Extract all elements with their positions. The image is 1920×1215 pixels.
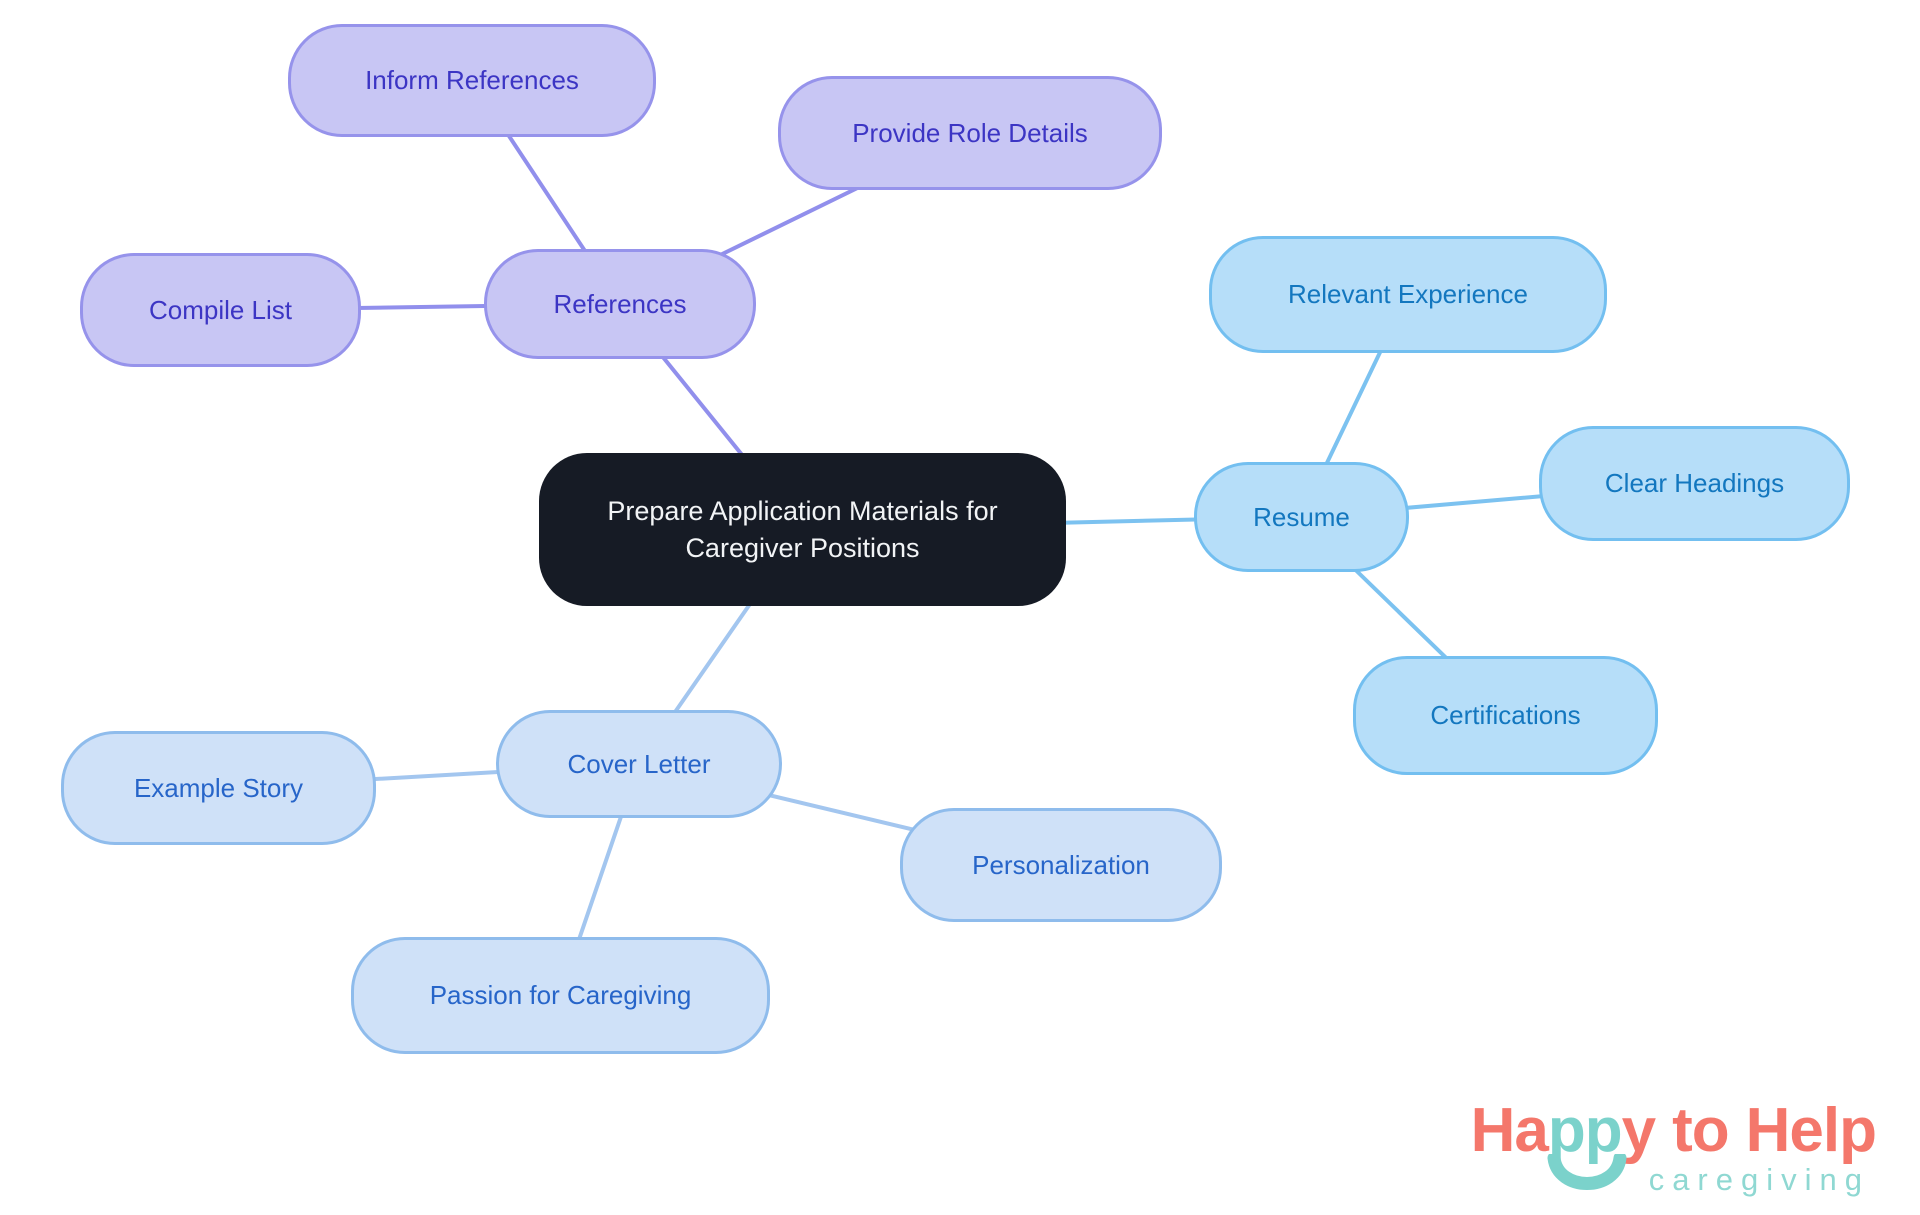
- node-provide-role-details: Provide Role Details: [778, 76, 1162, 190]
- node-inform-references: Inform References: [288, 24, 656, 137]
- node-label-relevant-experience: Relevant Experience: [1288, 279, 1528, 309]
- node-cover-letter: Cover Letter: [496, 710, 782, 818]
- logo-text-help: Help: [1745, 1096, 1877, 1165]
- logo-text-y: y: [1621, 1096, 1656, 1165]
- node-clear-headings: Clear Headings: [1539, 426, 1850, 541]
- node-example-story: Example Story: [61, 731, 376, 845]
- logo-text-pp: pp: [1547, 1100, 1627, 1190]
- node-personalization: Personalization: [900, 808, 1222, 922]
- node-label-certifications: Certifications: [1430, 700, 1581, 730]
- node-label-personalization: Personalization: [972, 849, 1150, 880]
- node-label-compile-list: Compile List: [148, 294, 293, 325]
- node-central-topic: Prepare Application Materials for Caregi…: [539, 453, 1066, 606]
- node-label-resume: Resume: [1253, 501, 1350, 532]
- node-label-provide-role-details: Provide Role Details: [852, 117, 1088, 148]
- node-passion-for-caregiving: Passion for Caregiving: [351, 937, 770, 1054]
- node-label-clear-headings: Clear Headings: [1604, 468, 1785, 498]
- node-label-references: References: [553, 288, 687, 319]
- node-relevant-experience: Relevant Experience: [1209, 236, 1607, 353]
- node-resume: Resume: [1194, 462, 1409, 572]
- node-label-cover-letter: Cover Letter: [567, 748, 711, 779]
- node-compile-list: Compile List: [80, 253, 361, 367]
- node-label-example-story: Example Story: [133, 772, 304, 803]
- node-label-inform-references: Inform References: [365, 65, 579, 95]
- central-topic-label: Prepare Application Materials for Caregi…: [607, 496, 998, 563]
- logo-text-ha: Ha: [1470, 1096, 1549, 1165]
- logo-subtitle: caregiving: [1648, 1162, 1870, 1197]
- logo-text-to: to: [1672, 1096, 1730, 1165]
- node-certifications: Certifications: [1353, 656, 1658, 775]
- node-label-passion-for-caregiving: Passion for Caregiving: [429, 980, 692, 1010]
- node-references: References: [484, 249, 756, 359]
